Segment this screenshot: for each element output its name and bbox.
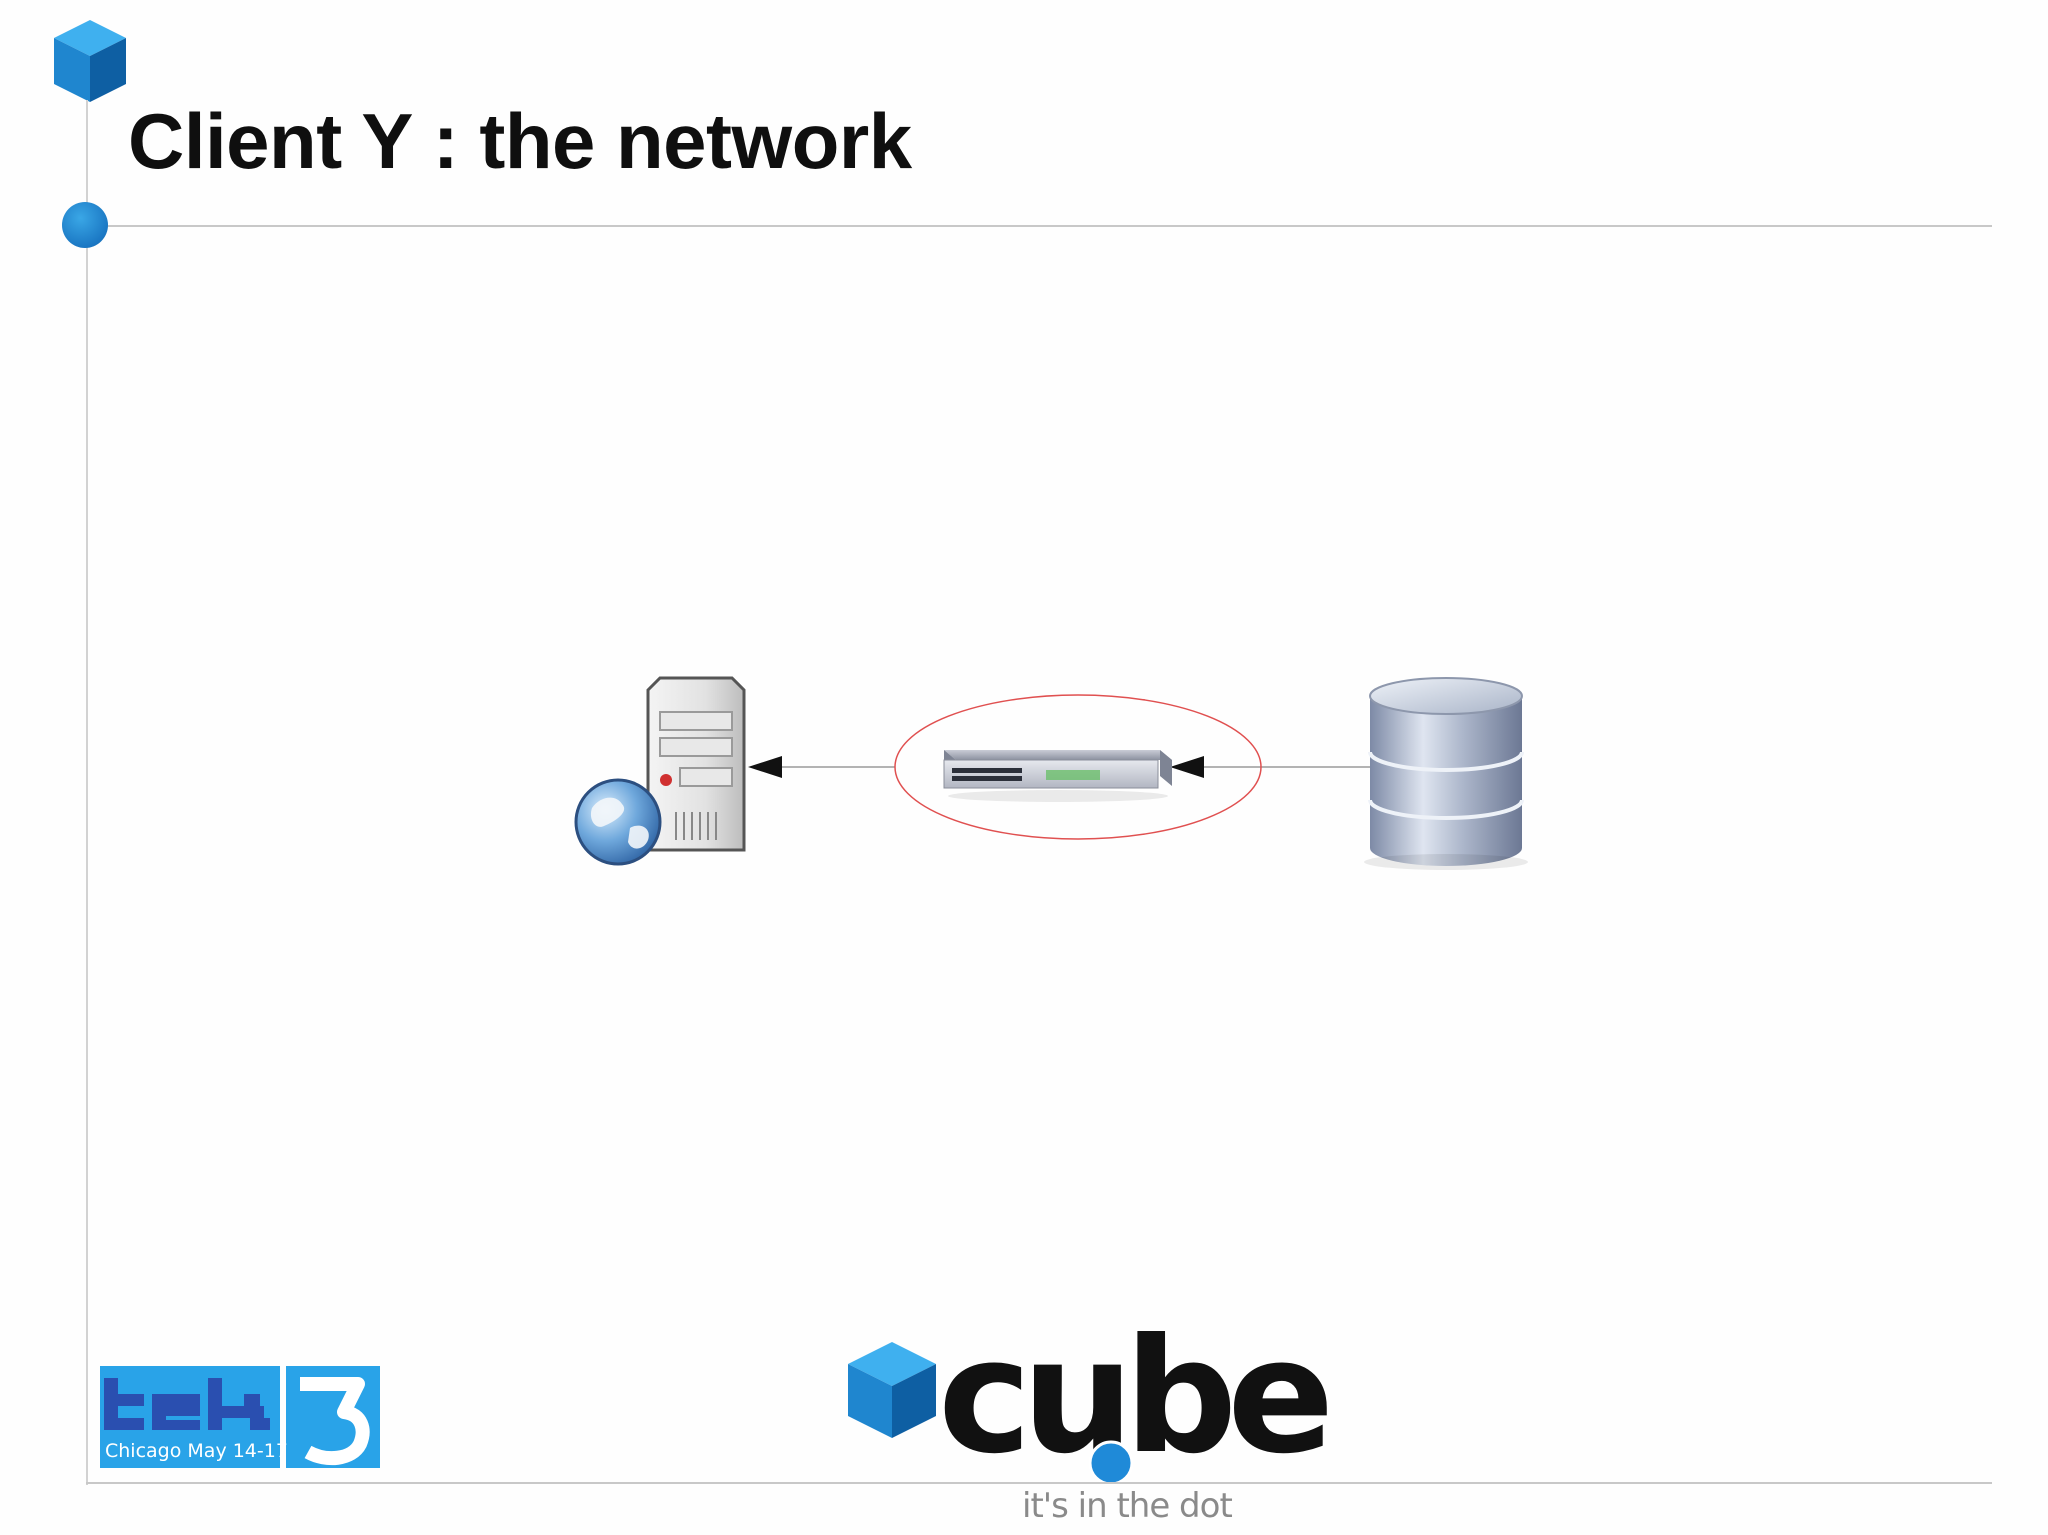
arrowhead-switch <box>1170 756 1204 778</box>
brand-dot-icon <box>1088 1440 1134 1486</box>
network-switch-icon <box>943 750 1172 802</box>
footer-rule <box>86 1482 1992 1484</box>
cube-brand-icon <box>848 1342 936 1438</box>
brand-name: cube <box>938 1305 1334 1489</box>
arrowhead-server <box>748 756 782 778</box>
web-server-icon <box>574 676 746 866</box>
tek13-logo <box>100 1366 380 1468</box>
database-icon <box>1364 677 1528 870</box>
page-title: Client Y : the network <box>128 97 912 185</box>
title-rule <box>86 225 1992 227</box>
switch-highlight-ellipse <box>894 694 1262 840</box>
tek13-subtext: Chicago May 14-17 <box>105 1440 288 1462</box>
brand-tagline: it's in the dot <box>1022 1486 1233 1526</box>
cube-logo-icon <box>54 20 126 102</box>
title-dot-icon <box>62 202 108 248</box>
left-rule <box>86 100 88 1485</box>
